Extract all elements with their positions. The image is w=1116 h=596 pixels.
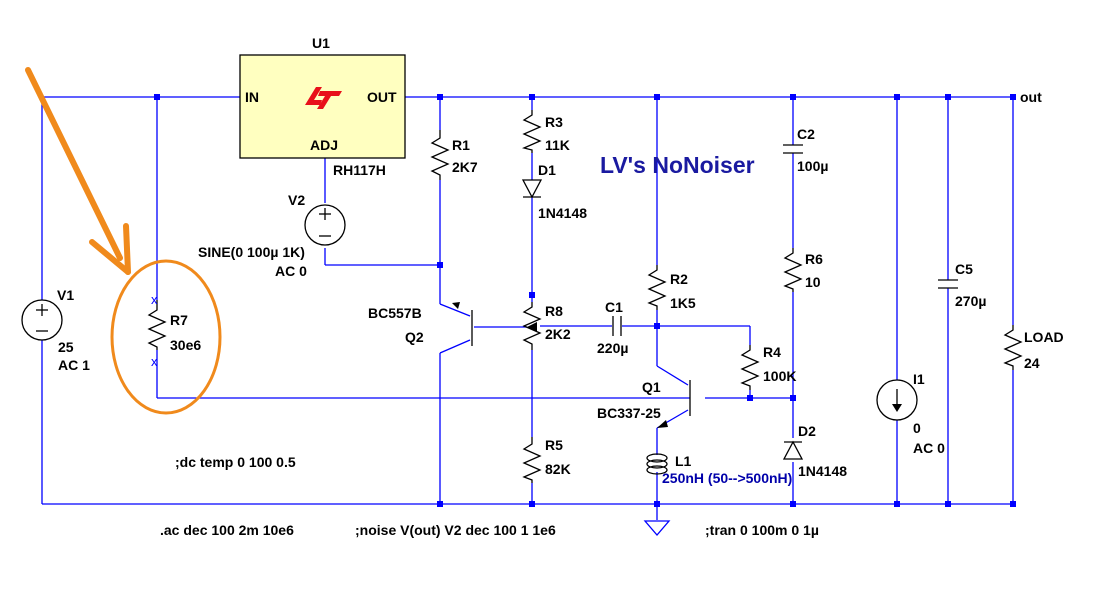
- r4-value: 100K: [763, 368, 796, 384]
- i1-ac: AC 0: [913, 440, 945, 456]
- c5-ref: C5: [955, 261, 973, 277]
- r6-value: 10: [805, 274, 821, 290]
- v2-ac: AC 0: [275, 263, 307, 279]
- voltage-source-v2: V2 SINE(0 100µ 1K) AC 0: [198, 192, 346, 279]
- highlight-circle: [110, 259, 222, 415]
- r3-ref: R3: [545, 114, 563, 130]
- r2-ref: R2: [670, 271, 688, 287]
- r5-ref: R5: [545, 437, 563, 453]
- v1-ref: V1: [57, 287, 74, 303]
- resistor-r1: R1 2K7: [430, 130, 478, 180]
- regulator-out-pin: OUT: [367, 89, 397, 105]
- q2-value: BC557B: [368, 305, 422, 321]
- capacitor-c5: C5 270µ: [938, 261, 986, 309]
- d1-ref: D1: [538, 162, 556, 178]
- r7-open-x-top: x: [151, 292, 158, 307]
- net-label-out: out: [1020, 89, 1042, 105]
- d2-value: 1N4148: [798, 463, 847, 479]
- resistor-r4: R4 100K: [740, 344, 796, 390]
- v2-ref: V2: [288, 192, 305, 208]
- resistor-r7: x x R7 30e6: [147, 292, 201, 369]
- d2-ref: D2: [798, 423, 816, 439]
- c1-value: 220µ: [597, 340, 628, 356]
- v1-ac: AC 1: [58, 357, 90, 373]
- directive-ac: .ac dec 100 2m 10e6: [160, 522, 294, 538]
- r5-value: 82K: [545, 461, 571, 477]
- wires: [41, 96, 1014, 520]
- i1-value: 0: [913, 420, 921, 436]
- diode-d2: D2 1N4148: [782, 423, 847, 479]
- r7-ref: R7: [170, 312, 188, 328]
- load-ref: LOAD: [1024, 329, 1064, 345]
- r7-value: 30e6: [170, 337, 201, 353]
- diode-d1: D1 1N4148: [521, 162, 587, 221]
- inductor-l1: L1 250nH (50-->500nH): [646, 453, 792, 486]
- capacitor-c1: C1 220µ: [597, 299, 628, 356]
- transistor-q2: BC557B Q2: [368, 302, 473, 346]
- l1-ref: L1: [675, 453, 692, 469]
- ground-icon: [643, 520, 671, 536]
- c5-value: 270µ: [955, 293, 986, 309]
- r1-ref: R1: [452, 137, 470, 153]
- resistor-r5: R5 82K: [522, 437, 571, 483]
- d1-value: 1N4148: [538, 205, 587, 221]
- regulator-part: RH117H: [333, 162, 386, 178]
- r6-ref: R6: [805, 251, 823, 267]
- regulator-adj-pin: ADJ: [310, 137, 338, 153]
- q1-value: BC337-25: [597, 405, 661, 421]
- c2-ref: C2: [797, 126, 815, 142]
- c1-ref: C1: [605, 299, 623, 315]
- r4-ref: R4: [763, 344, 781, 360]
- directive-tran: ;tran 0 100m 0 1µ: [705, 522, 819, 538]
- capacitor-c2: C2 100µ: [783, 126, 828, 174]
- r8-value: 2K2: [545, 326, 571, 342]
- voltage-source-v1: V1 25 AC 1: [21, 287, 90, 373]
- junctions: [154, 94, 1016, 507]
- r3-value: 11K: [545, 137, 570, 153]
- q1-ref: Q1: [642, 379, 661, 395]
- r8-ref: R8: [545, 303, 563, 319]
- v2-value: SINE(0 100µ 1K): [198, 244, 305, 260]
- transistor-q1: Q1 BC337-25: [597, 379, 691, 428]
- q2-ref: Q2: [405, 329, 424, 345]
- r2-value: 1K5: [670, 295, 696, 311]
- load-value: 24: [1024, 355, 1040, 371]
- potentiometer-r8: R8 2K2: [522, 302, 571, 350]
- current-source-i1: I1 0 AC 0: [876, 371, 945, 456]
- r1-value: 2K7: [452, 159, 478, 175]
- regulator-u1: U1 IN OUT ADJ RH117H: [239, 35, 406, 178]
- regulator-in-pin: IN: [245, 89, 259, 105]
- resistor-r3: R3 11K: [521, 110, 570, 153]
- directive-noise: ;noise V(out) V2 dec 100 1 1e6: [355, 522, 556, 538]
- directive-dc: ;dc temp 0 100 0.5: [175, 454, 296, 470]
- l1-value: 250nH (50-->500nH): [662, 470, 792, 486]
- schematic-title: LV's NoNoiser: [600, 152, 755, 178]
- annotation-overlay: [25, 67, 222, 415]
- v1-value: 25: [58, 339, 74, 355]
- regulator-ref: U1: [312, 35, 330, 51]
- resistor-r2: R2 1K5: [647, 265, 696, 311]
- resistor-load: LOAD 24: [1003, 325, 1064, 371]
- r7-open-x-bottom: x: [151, 354, 158, 369]
- pointer-arrow-icon: [25, 67, 131, 275]
- linear-tech-logo-icon: [305, 87, 342, 109]
- c2-value: 100µ: [797, 158, 828, 174]
- resistor-r6: R6 10: [783, 248, 823, 292]
- i1-ref: I1: [913, 371, 925, 387]
